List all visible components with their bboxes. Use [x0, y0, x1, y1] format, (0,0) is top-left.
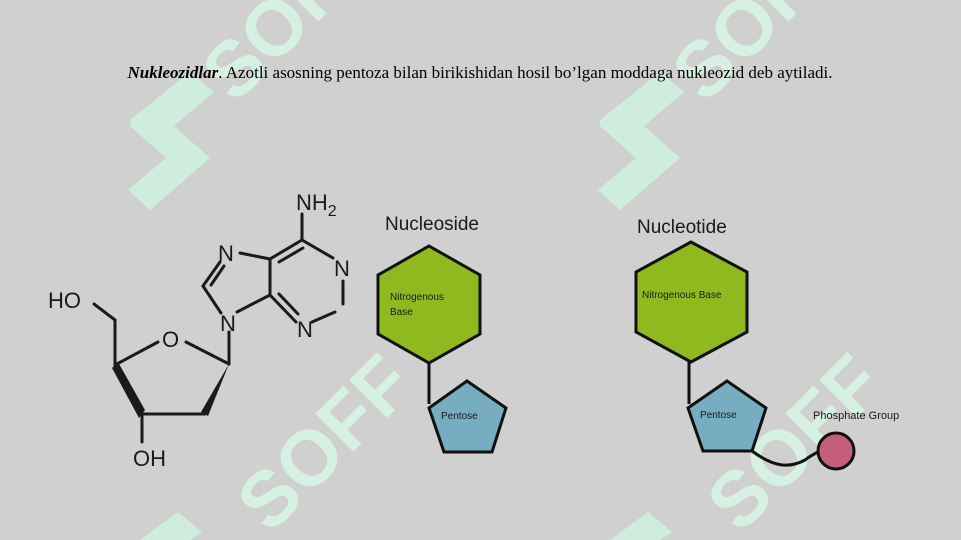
- watermark-logo-icon: [128, 72, 214, 210]
- nucleoside-diagram: Nucleoside Nitrogenous Base Pentose: [376, 214, 508, 454]
- atom-label-nitrogen-1: N: [334, 256, 350, 281]
- molecule-atom-labels: HO O OH N N N N NH2: [48, 190, 350, 471]
- nucleoside-base-label: Base: [390, 307, 413, 318]
- nucleotide-pentose-pentagon: [686, 379, 768, 453]
- amino-subscript: 2: [328, 203, 337, 220]
- nucleoside-base-hexagon: [376, 244, 482, 365]
- nucleotide-base-label: Nitrogenous Base: [642, 290, 722, 301]
- nucleotide-pentose-label: Pentose: [700, 410, 737, 421]
- nucleoside-pentose-pentagon: [427, 379, 508, 454]
- nucleotide-phosphate-circle: [816, 431, 856, 471]
- caption: Nukleozidlar. Azotli asosning pentoza bi…: [80, 62, 880, 83]
- amino-main: NH: [296, 190, 328, 215]
- nucleoside-title: Nucleoside: [385, 214, 479, 235]
- atom-label-ring-oxygen: O: [162, 327, 179, 352]
- watermark-logo-icon: [598, 72, 684, 210]
- nucleotide-title: Nucleotide: [637, 217, 727, 238]
- atom-label-nitrogen-3: N: [297, 317, 313, 342]
- atom-label-nitrogen-7: N: [218, 241, 234, 266]
- nucleotide-diagram: Nucleotide Nitrogenous Base Pentose Phos…: [634, 217, 899, 471]
- nucleoside-base-label: Nitrogenous: [390, 292, 444, 303]
- atom-label-amino: NH2: [296, 190, 337, 220]
- nucleotide-base-hexagon: [634, 240, 749, 364]
- atom-label-nitrogen-9: N: [220, 311, 236, 336]
- caption-text: . Azotli asosning pentoza bilan birikish…: [218, 63, 833, 82]
- atom-label-oh: OH: [133, 446, 166, 471]
- nucleoside-pentose-label: Pentose: [441, 411, 478, 422]
- caption-term: Nukleozidlar: [127, 63, 219, 82]
- watermark-logo-icon: [610, 512, 672, 540]
- watermark-logo-icon: [140, 512, 202, 540]
- atom-label-ho: HO: [48, 288, 81, 313]
- molecule-structure: [92, 212, 345, 444]
- nucleotide-phosphate-bond: [751, 449, 819, 467]
- nucleotide-phosphate-label: Phosphate Group: [813, 410, 899, 422]
